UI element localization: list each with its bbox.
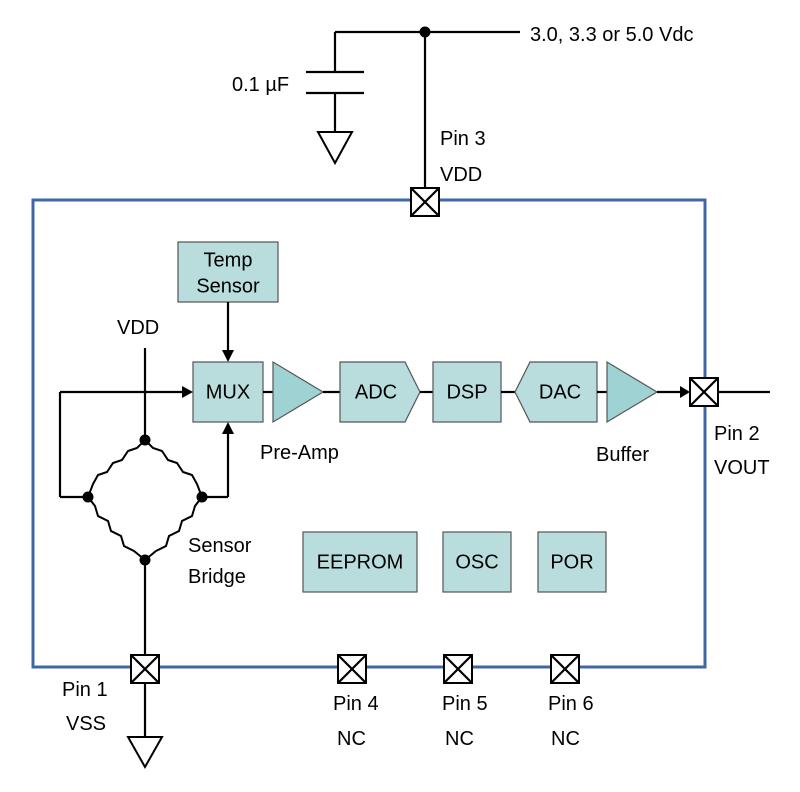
temp-sensor-label-1: Temp	[204, 249, 253, 271]
bridge-node-bottom	[139, 554, 151, 566]
por-block	[537, 531, 607, 593]
pin-5-icon	[443, 654, 473, 684]
pin-2-icon	[689, 377, 719, 407]
pin-4-number: Pin 4	[333, 693, 379, 715]
pin-1-icon	[130, 654, 160, 684]
pin-6-number: Pin 6	[548, 693, 594, 715]
ground-icon-vss	[126, 736, 164, 770]
osc-block	[442, 531, 512, 593]
supply-voltage-label: 3.0, 3.3 or 5.0 Vdc	[530, 24, 693, 46]
temp-sensor-block	[177, 241, 279, 303]
chip-outline	[31, 198, 707, 669]
sensor-bridge-resistors	[87, 439, 203, 561]
osc-label: OSC	[455, 551, 498, 573]
buffer-label: Buffer	[596, 444, 649, 466]
bridge-node-left	[82, 491, 94, 503]
supply-wiring	[306, 26, 520, 190]
bridge-wiring	[58, 348, 230, 737]
dsp-block	[432, 361, 502, 423]
eeprom-block	[302, 531, 418, 593]
preamp-label: Pre-Amp	[260, 442, 339, 464]
arrow-temp-to-mux	[222, 350, 234, 362]
pin-4-icon	[337, 654, 367, 684]
sensor-bridge-label-2: Bridge	[188, 566, 246, 588]
arrow-bridge-to-mux-bottom	[222, 422, 234, 434]
pin-4-name: NC	[337, 728, 366, 750]
pin-6-icon	[550, 654, 580, 684]
sensor-bridge-label-1: Sensor	[188, 535, 252, 557]
adc-label: ADC	[355, 381, 397, 403]
bridge-node-top	[139, 434, 151, 446]
ground-icon	[316, 131, 354, 166]
por-label: POR	[550, 551, 593, 573]
pin-2-name: VOUT	[714, 457, 770, 479]
pin-1-number: Pin 1	[62, 679, 108, 701]
dac-label: DAC	[539, 381, 581, 403]
pin-3-name: VDD	[440, 164, 482, 186]
arrow-to-output	[680, 386, 690, 398]
bridge-node-right	[196, 491, 208, 503]
pin-3-icon	[410, 187, 440, 217]
dsp-label: DSP	[446, 381, 487, 403]
pin-1-name: VSS	[66, 713, 106, 735]
pin-2-number: Pin 2	[714, 423, 760, 445]
adc-block	[339, 361, 421, 423]
temp-sensor-label-2: Sensor	[196, 275, 260, 297]
eeprom-label: EEPROM	[317, 551, 404, 573]
pin-3-number: Pin 3	[440, 128, 486, 150]
vdd-internal-label: VDD	[117, 317, 159, 339]
arrow-bridge-to-mux-left	[182, 386, 193, 398]
pin-6-name: NC	[551, 728, 580, 750]
capacitor-label: 0.1 µF	[232, 74, 289, 96]
pin-5-name: NC	[445, 728, 474, 750]
preamp-icon	[272, 360, 325, 424]
mux-label: MUX	[206, 381, 250, 403]
pin-5-number: Pin 5	[442, 693, 488, 715]
buffer-icon	[606, 360, 659, 424]
